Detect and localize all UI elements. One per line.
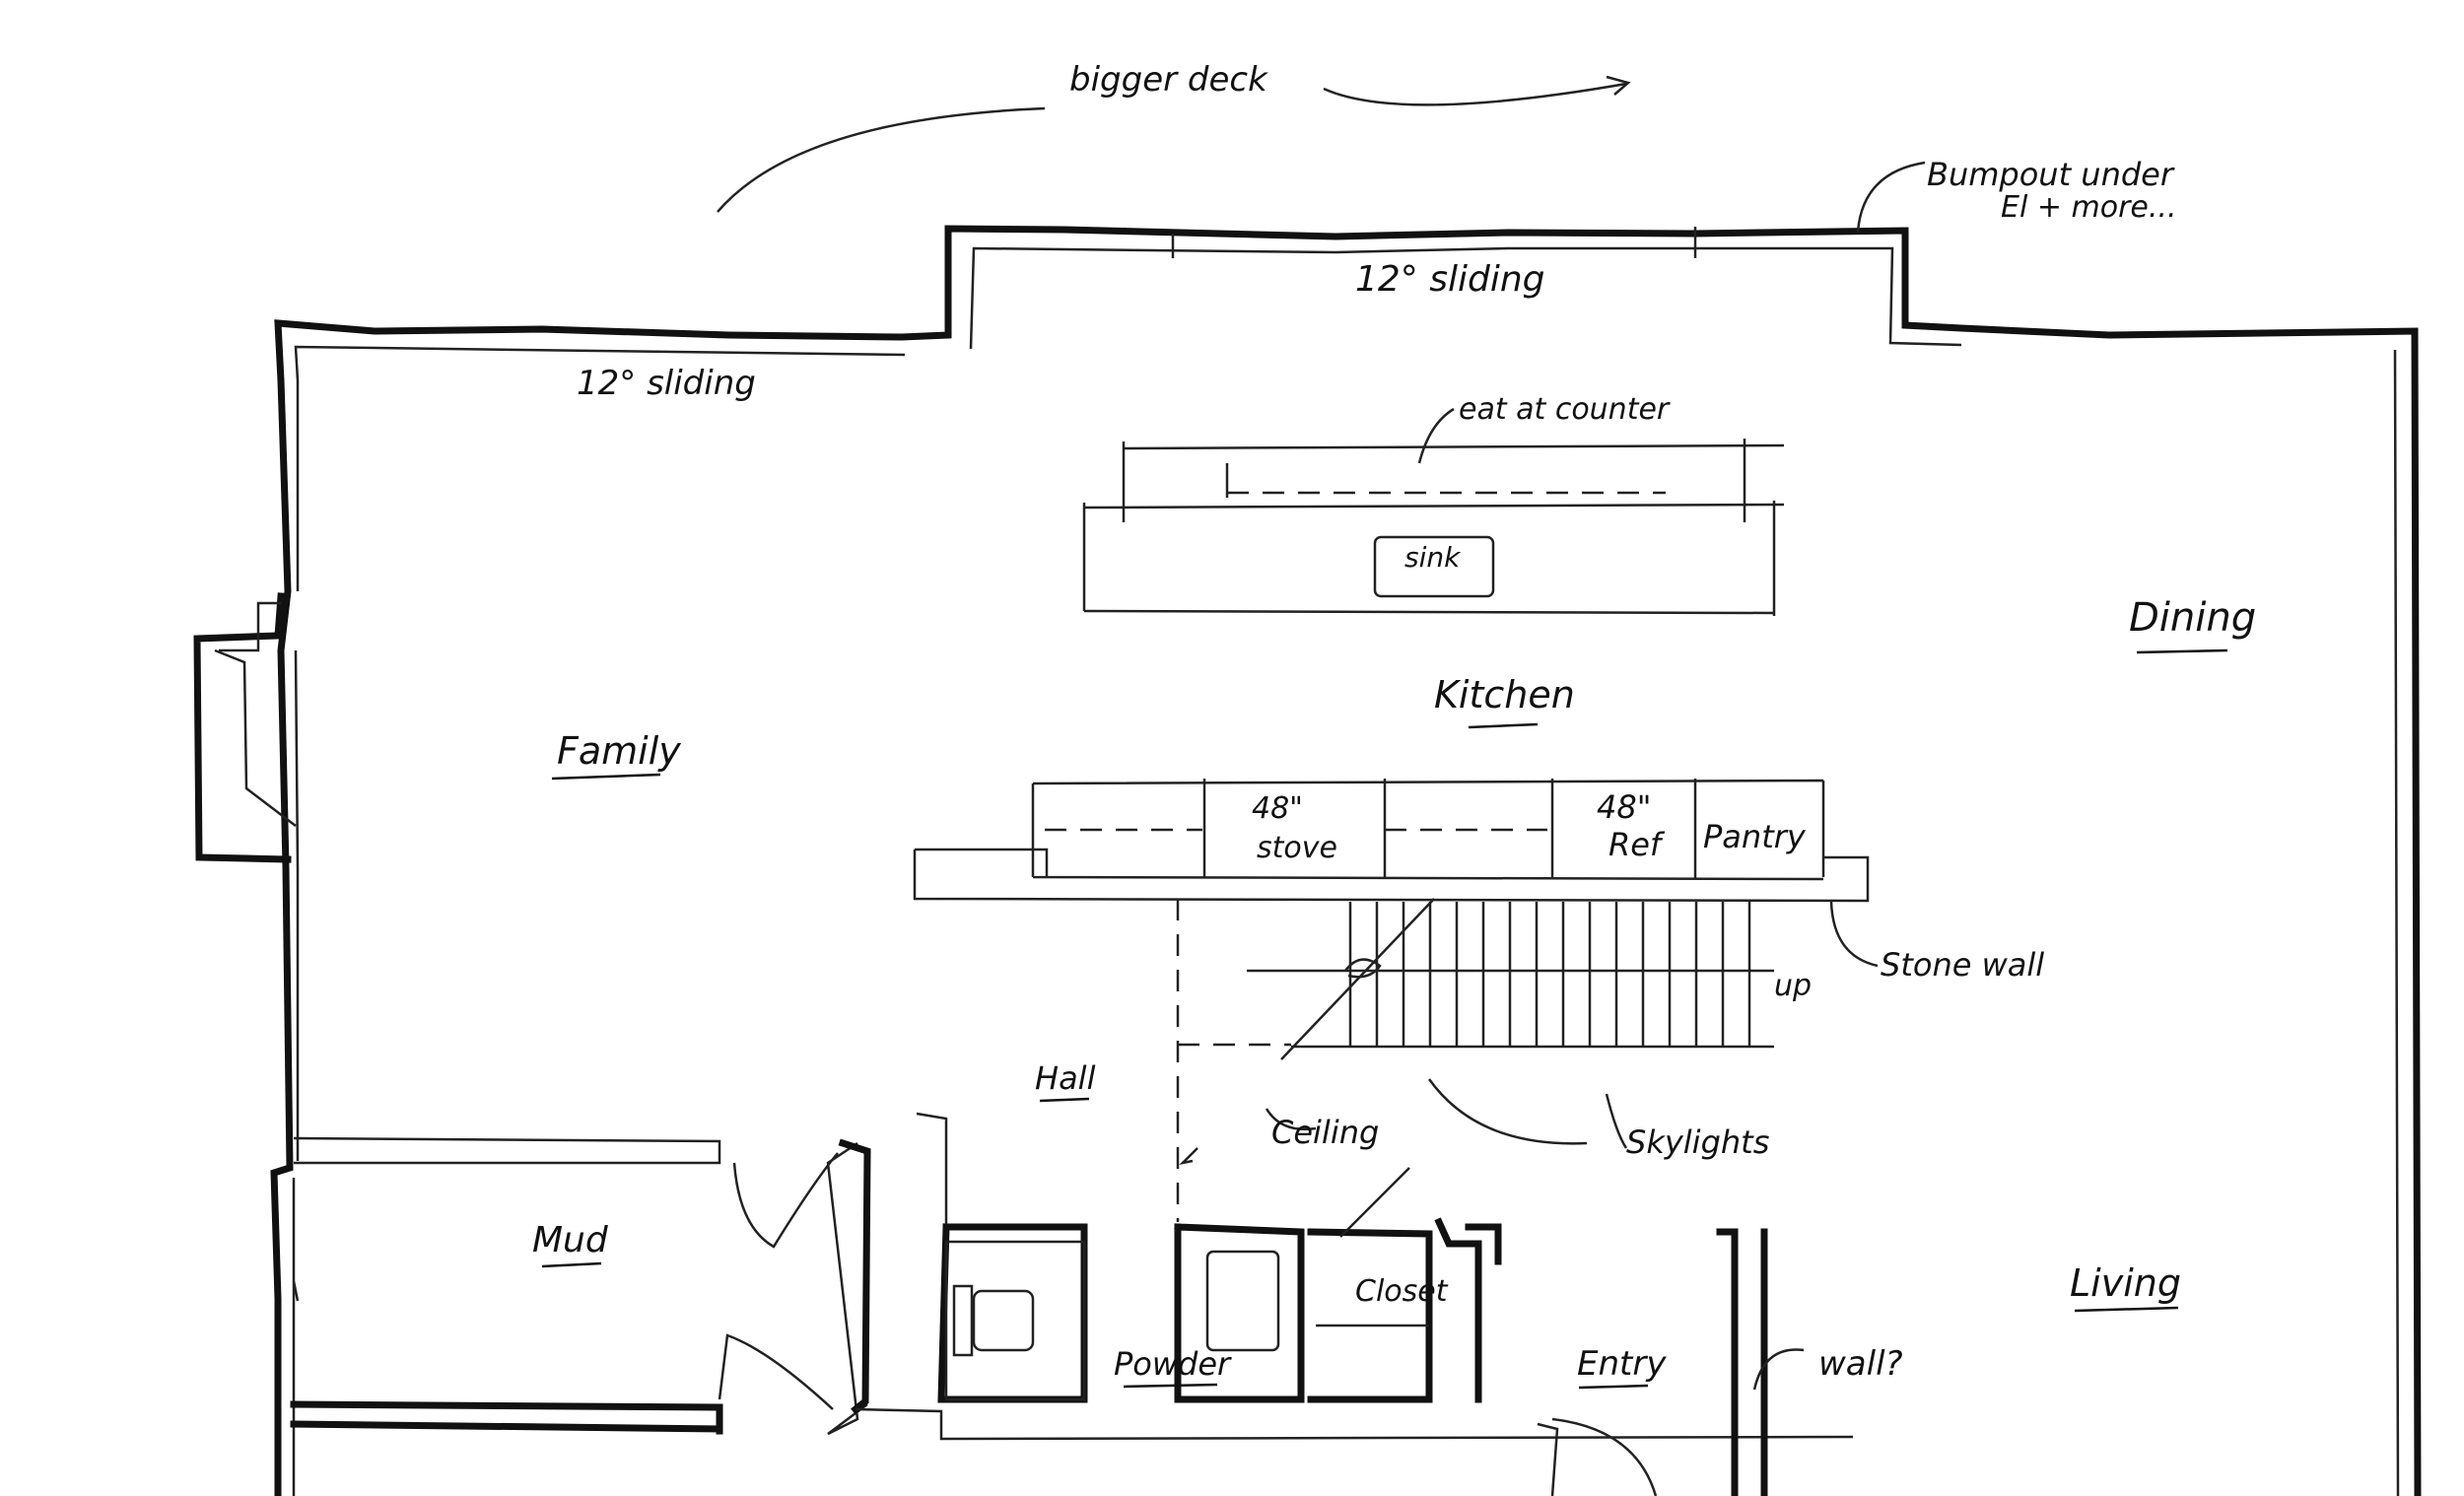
exterior-walls [193,225,2422,1496]
room-dining: Dining [2129,595,2256,641]
ref-size-label: 48" [1597,788,1651,826]
sink-box [1373,535,1495,598]
top-sliding-door-label: 12° sliding [1355,259,1545,300]
left-sliding-door-label: 12° sliding [577,364,756,403]
stair-up-label: up [1774,969,1812,1003]
kitchen-island [1082,407,1785,616]
room-kitchen: Kitchen [1434,673,1575,716]
wall-question-note: wall? [1818,1344,1903,1384]
eat-at-counter-note: eat at counter [1459,392,1671,427]
inner-wall-lines [214,227,2400,1496]
stove-size-label: 48" [1252,791,1303,826]
room-hall: Hall [1035,1059,1096,1097]
bigger-deck-note: bigger deck [1069,60,1268,100]
room-powder: Powder [1114,1345,1232,1383]
stairs [1176,898,1774,1222]
closet-label: Closet [1355,1274,1449,1309]
kitchen-cabinets [913,779,1870,903]
room-labels: Family Kitchen Dining Hall Mud Powder En… [532,595,2256,1390]
sink-label: sink [1404,541,1462,574]
stove-label: stove [1257,831,1337,865]
lower-left-walls [290,1112,1854,1496]
bumpout-note-line-1: Bumpout under [1927,156,2175,193]
ref-label: Ref [1608,826,1666,863]
annotation-labels: bigger deck Bumpout under El + more... 1… [577,60,2176,1384]
skylights-note: Skylights [1626,1123,1769,1161]
room-family: Family [557,729,681,773]
bumpout-note-line-2: El + more... [2001,190,2176,225]
leader-lines [717,75,1926,1391]
room-living: Living [2070,1261,2181,1305]
ceiling-note: Ceiling [1271,1114,1379,1151]
pantry-label: Pantry [1703,818,1807,855]
room-entry: Entry [1577,1344,1667,1384]
stone-wall-note: Stone wall [1881,946,2044,984]
room-mud: Mud [532,1220,609,1260]
